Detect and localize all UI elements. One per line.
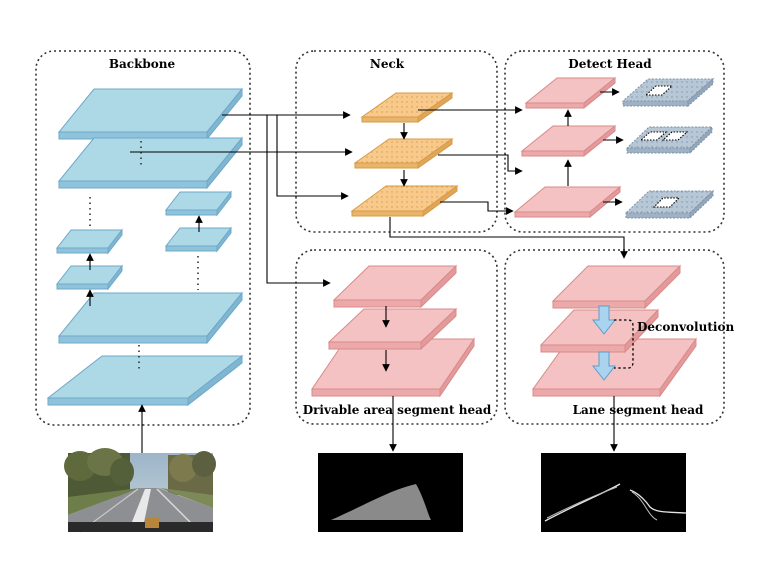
detect-head-title: Detect Head bbox=[568, 57, 652, 71]
bounding-box-icon bbox=[652, 197, 681, 208]
detect-layer bbox=[524, 76, 617, 110]
neck-layers bbox=[350, 92, 459, 217]
lane-layer bbox=[551, 264, 682, 310]
drivable-area-mask-icon bbox=[318, 453, 463, 532]
lane-head-layers bbox=[532, 264, 697, 398]
backbone-arrows bbox=[86, 215, 203, 453]
connector-arrows bbox=[130, 88, 628, 452]
detect-head-layers bbox=[513, 76, 622, 219]
detect-output-grid bbox=[625, 125, 714, 155]
backbone-title: Backbone bbox=[109, 57, 176, 71]
bounding-box-icon bbox=[639, 131, 668, 141]
drivable-layer bbox=[311, 337, 475, 398]
detect-layer bbox=[520, 124, 617, 158]
lane-head-panel bbox=[504, 249, 725, 425]
backbone-layer bbox=[57, 291, 244, 345]
detect-head-panel bbox=[504, 50, 725, 233]
backbone-layer bbox=[57, 87, 244, 141]
backbone-panel bbox=[35, 50, 251, 426]
detect-outputs bbox=[621, 77, 715, 220]
backbone-layer bbox=[57, 136, 244, 190]
deconvolution-label: Deconvolution bbox=[637, 320, 734, 334]
drivable-head-title: Drivable area segment head bbox=[303, 403, 492, 417]
neck-layer bbox=[360, 92, 454, 123]
neck-title: Neck bbox=[370, 57, 405, 71]
lane-line-mask-icon bbox=[541, 453, 687, 532]
backbone-small-layer bbox=[164, 226, 233, 253]
upsample-arrow-icon bbox=[591, 305, 617, 381]
detect-output-grid bbox=[621, 77, 715, 108]
neck-layer bbox=[353, 138, 454, 169]
neck-layer bbox=[350, 185, 459, 217]
bounding-box-icon bbox=[661, 131, 689, 141]
drivable-layer bbox=[332, 264, 458, 309]
lane-head-title: Lane segment head bbox=[573, 403, 704, 417]
backbone-small-layer bbox=[55, 228, 124, 255]
backbone-layers bbox=[46, 87, 244, 407]
backbone-small-layer bbox=[55, 264, 124, 291]
backbone-ellipsis bbox=[89, 141, 199, 372]
bounding-box-icon bbox=[644, 85, 674, 96]
neck-panel bbox=[295, 50, 498, 233]
detect-output-grid bbox=[624, 189, 715, 220]
backbone-layer bbox=[46, 354, 244, 407]
drivable-head-layers bbox=[311, 264, 475, 398]
drivable-layer bbox=[327, 307, 458, 351]
deconvolution-bracket bbox=[614, 319, 634, 369]
road-driving-photo-icon bbox=[64, 448, 216, 533]
backbone-small-layer bbox=[164, 190, 233, 217]
drivable-head-panel bbox=[295, 249, 498, 425]
